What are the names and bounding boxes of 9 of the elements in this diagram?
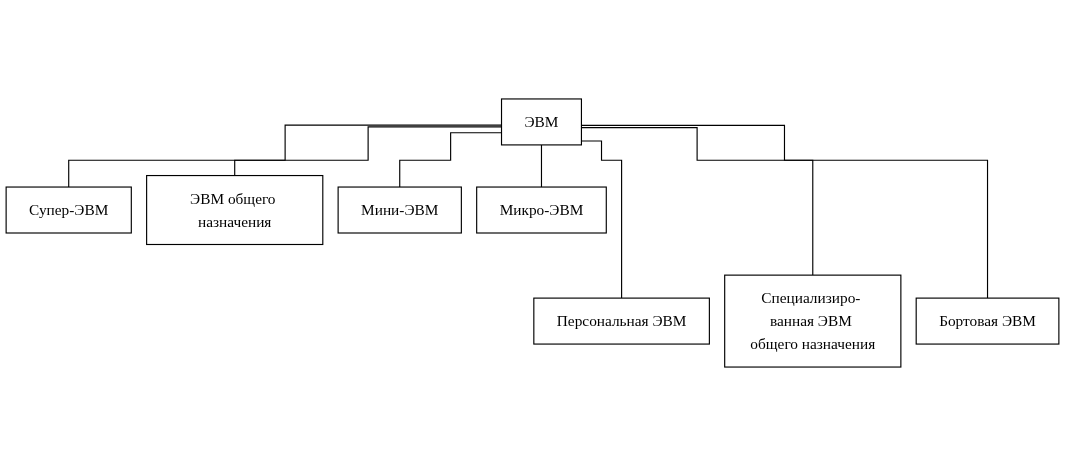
connector: [540, 144, 543, 188]
node-box: Супер-ЭВМ: [5, 186, 132, 234]
node-box: Персональная ЭВМ: [533, 297, 710, 345]
node-box: Специализиро- ванная ЭВМ общего назначения: [724, 274, 902, 368]
node-box: ЭВМ: [500, 98, 582, 146]
node-box: ЭВМ общего назначения: [146, 174, 324, 246]
node-box: Бортовая ЭВМ: [915, 297, 1060, 345]
node-box: Мини-ЭВМ: [337, 186, 462, 234]
node-box: Микро-ЭВМ: [476, 186, 607, 234]
